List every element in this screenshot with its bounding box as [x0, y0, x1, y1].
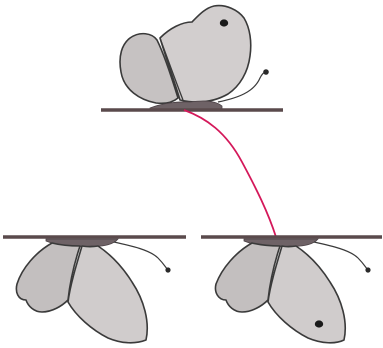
connector-curve	[184, 110, 276, 237]
bottom-right-butterfly	[201, 237, 382, 343]
bottom-left-right-wing	[68, 246, 147, 343]
top-wing-spot	[220, 19, 228, 26]
bottom-right-antenna	[314, 242, 368, 270]
bottom-left-antenna-tip	[165, 267, 170, 272]
bottom-right-right-wing	[268, 246, 345, 343]
bottom-left-antenna	[114, 242, 168, 270]
bottom-left-butterfly	[3, 237, 186, 343]
bottom-right-antenna-tip	[365, 267, 370, 272]
bottom-right-wing-spot	[315, 320, 323, 327]
top-antenna-tip	[263, 69, 269, 75]
top-butterfly	[101, 6, 283, 110]
